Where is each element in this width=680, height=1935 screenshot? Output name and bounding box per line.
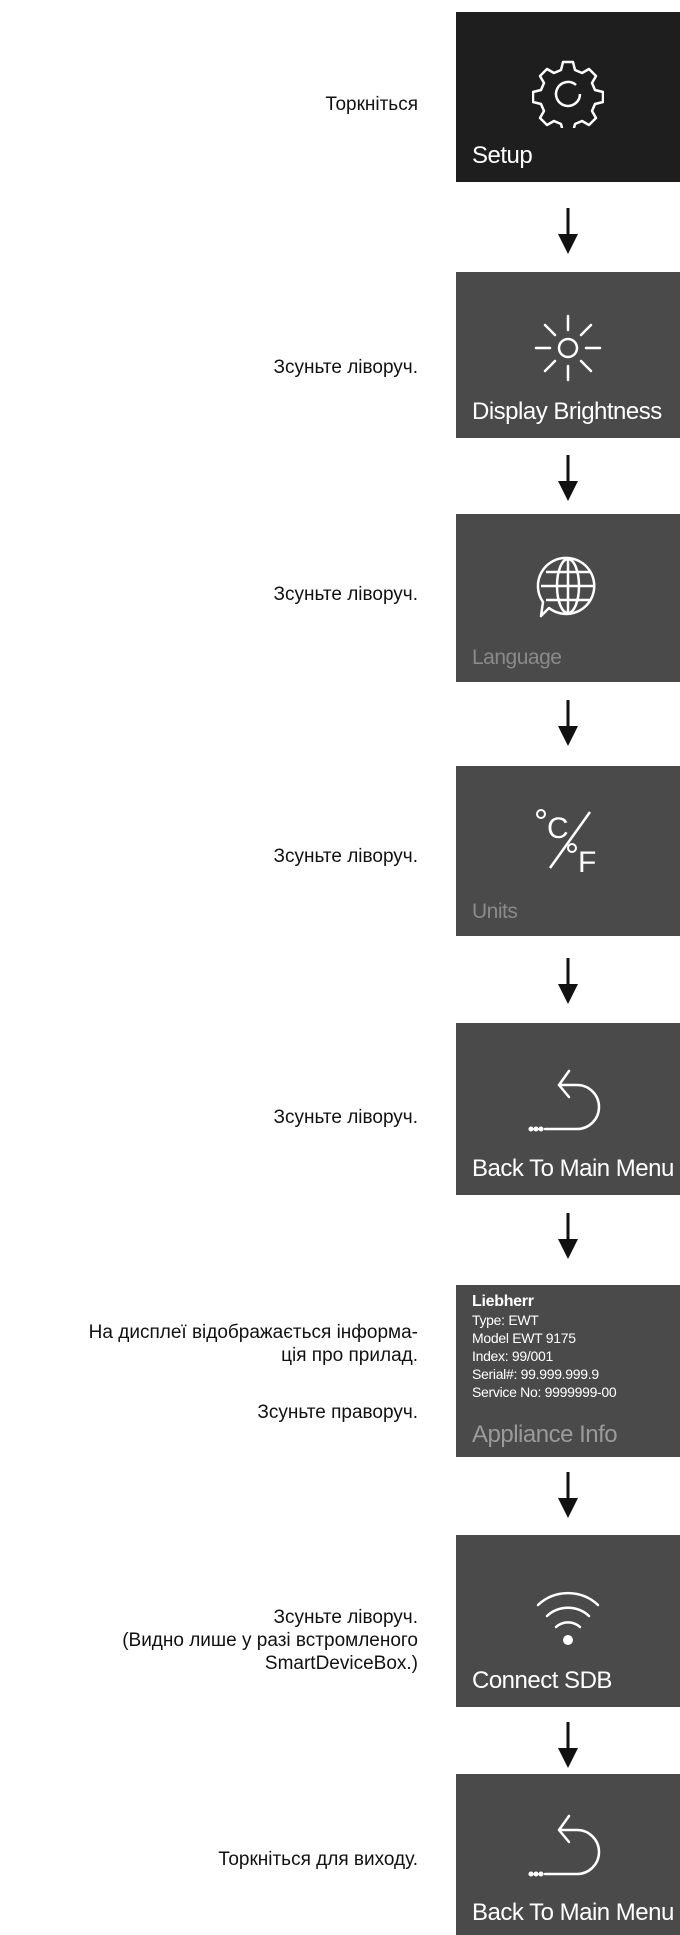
connect-sdb-label: Connect SDB: [472, 1667, 612, 1694]
instruction-swipe-left: Зсуньте ліворуч.: [273, 357, 418, 378]
display-brightness-tile[interactable]: Display Brightness: [456, 272, 680, 438]
down-arrow-icon: [558, 208, 578, 254]
setup-tile[interactable]: Setup: [456, 12, 680, 182]
back-to-main-menu-label: Back To Main Menu: [472, 1155, 674, 1182]
instruction-line: SmartDeviceBox.): [264, 1653, 418, 1674]
connect-sdb-tile[interactable]: Connect SDB: [456, 1535, 680, 1707]
language-tile[interactable]: Language: [456, 514, 680, 682]
instruction-tap-exit: Торкніться для виходу.: [218, 1849, 418, 1870]
down-arrow-icon: [558, 455, 578, 501]
model-line: Model EWT 9175: [472, 1330, 576, 1346]
service-line: Service No: 9999999-00: [472, 1384, 617, 1400]
down-arrow-icon: [558, 700, 578, 746]
units-tile[interactable]: C F Units: [456, 766, 680, 936]
wifi-icon: [536, 1591, 600, 1645]
instruction-line: ція про прилад.: [281, 1345, 418, 1366]
down-arrow-icon: [558, 958, 578, 1004]
globe-chat-icon: [536, 556, 596, 618]
back-to-main-menu-exit-tile[interactable]: Back To Main Menu: [456, 1774, 680, 1935]
instruction-sdb: Зсуньте ліворуч. (Видно лише у разі встр…: [122, 1606, 418, 1675]
down-arrow-icon: [558, 1213, 578, 1259]
units-label: Units: [472, 900, 518, 923]
display-brightness-label: Display Brightness: [472, 398, 662, 425]
instruction-swipe-right: Зсуньте праворуч.: [257, 1402, 418, 1423]
instruction-swipe-left: Зсуньте ліворуч.: [273, 584, 418, 605]
back-to-main-menu-label: Back To Main Menu: [472, 1899, 674, 1926]
appliance-info-label: Appliance Info: [472, 1421, 618, 1448]
type-line: Type: EWT: [472, 1312, 539, 1328]
language-label: Language: [472, 646, 562, 669]
setup-label: Setup: [472, 142, 533, 169]
back-arrow-icon: [528, 1069, 601, 1132]
celsius-fahrenheit-icon: C F: [536, 809, 596, 876]
index-line: Index: 99/001: [472, 1348, 553, 1364]
svg-text:F: F: [578, 846, 596, 876]
serial-line: Serial#: 99.999.999.9: [472, 1366, 599, 1382]
instruction-swipe-left: Зсуньте ліворуч.: [273, 1107, 418, 1128]
instruction-line: Зсуньте ліворуч.: [273, 1607, 418, 1628]
instruction-swipe-left: Зсуньте ліворуч.: [273, 846, 418, 867]
gear-icon: [532, 60, 604, 128]
instruction-line: (Видно лише у разі встромленого: [122, 1630, 418, 1651]
brand-name: Liebherr: [472, 1293, 534, 1310]
instruction-line: На дисплеї відображається інформа-: [88, 1322, 418, 1343]
svg-text:C: C: [547, 812, 569, 845]
back-to-main-menu-tile[interactable]: Back To Main Menu: [456, 1023, 680, 1195]
instruction-tap: Торкніться: [325, 94, 418, 115]
appliance-info-tile[interactable]: Liebherr Type: EWT Model EWT 9175 Index:…: [456, 1285, 680, 1457]
down-arrow-icon: [558, 1722, 578, 1768]
appliance-info-details: Liebherr Type: EWT Model EWT 9175 Index:…: [472, 1293, 617, 1401]
sun-icon: [534, 314, 602, 382]
down-arrow-icon: [558, 1472, 578, 1518]
back-arrow-icon: [528, 1814, 601, 1877]
instruction-device-info: На дисплеї відображається інформа- ція п…: [89, 1321, 418, 1367]
